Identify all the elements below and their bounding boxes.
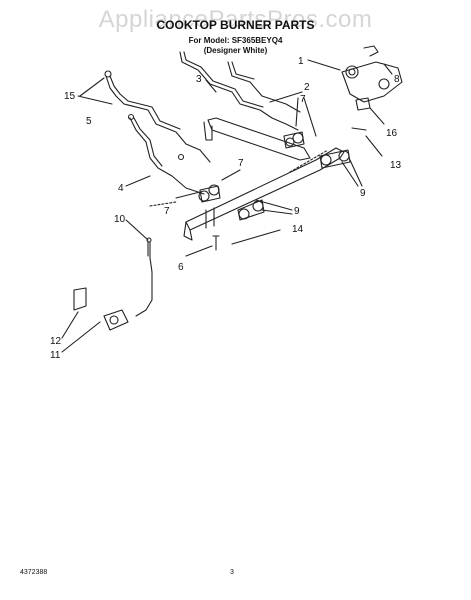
bracket bbox=[355, 97, 371, 111]
watermark: AppliancePartsPros.com bbox=[98, 6, 373, 33]
callout-14: 14 bbox=[292, 224, 304, 235]
callout-10: 10 bbox=[114, 214, 126, 225]
tube-10 bbox=[135, 241, 153, 317]
tube-3 bbox=[227, 61, 301, 113]
mounting-bolt bbox=[212, 235, 220, 251]
callout-12: 12 bbox=[50, 336, 62, 347]
callout-16: 16 bbox=[386, 128, 398, 139]
callout-8: 8 bbox=[394, 74, 400, 85]
tube-4 bbox=[129, 117, 205, 195]
tube-end-fitting bbox=[104, 70, 112, 78]
callout-9-mid: 9 bbox=[294, 206, 300, 217]
callout-4: 4 bbox=[118, 183, 124, 194]
igniter-assembly bbox=[341, 61, 403, 103]
variant-line: (Designer White) bbox=[203, 46, 268, 55]
burner-valve-group bbox=[198, 131, 351, 221]
callout-7-mid: 7 bbox=[238, 158, 244, 169]
callout-9-right: 9 bbox=[360, 188, 366, 199]
model-line: For Model: SF365BEYQ4 bbox=[188, 36, 283, 45]
callout-15: 15 bbox=[64, 91, 76, 102]
tube-top-center bbox=[179, 51, 299, 131]
page-number: 3 bbox=[230, 569, 234, 576]
valve-bracket bbox=[73, 287, 87, 311]
callout-13: 13 bbox=[390, 160, 402, 171]
tube-5 bbox=[105, 75, 211, 163]
callout-1: 1 bbox=[298, 56, 304, 67]
callout-5: 5 bbox=[86, 116, 92, 127]
callout-labels: 1 2 3 4 5 6 7 7 7 8 9 9 10 11 12 13 14 1… bbox=[50, 56, 402, 361]
callout-3: 3 bbox=[196, 74, 202, 85]
callout-7-left: 7 bbox=[164, 206, 170, 217]
callout-6: 6 bbox=[178, 262, 184, 273]
callout-7-top: 7 bbox=[300, 94, 306, 105]
callout-11: 11 bbox=[50, 350, 61, 361]
callout-2: 2 bbox=[304, 82, 310, 93]
document-number: 4372388 bbox=[20, 569, 48, 576]
gas-valve bbox=[103, 309, 129, 331]
clip bbox=[351, 127, 367, 131]
diagram-title: COOKTOP BURNER PARTS bbox=[156, 18, 315, 32]
